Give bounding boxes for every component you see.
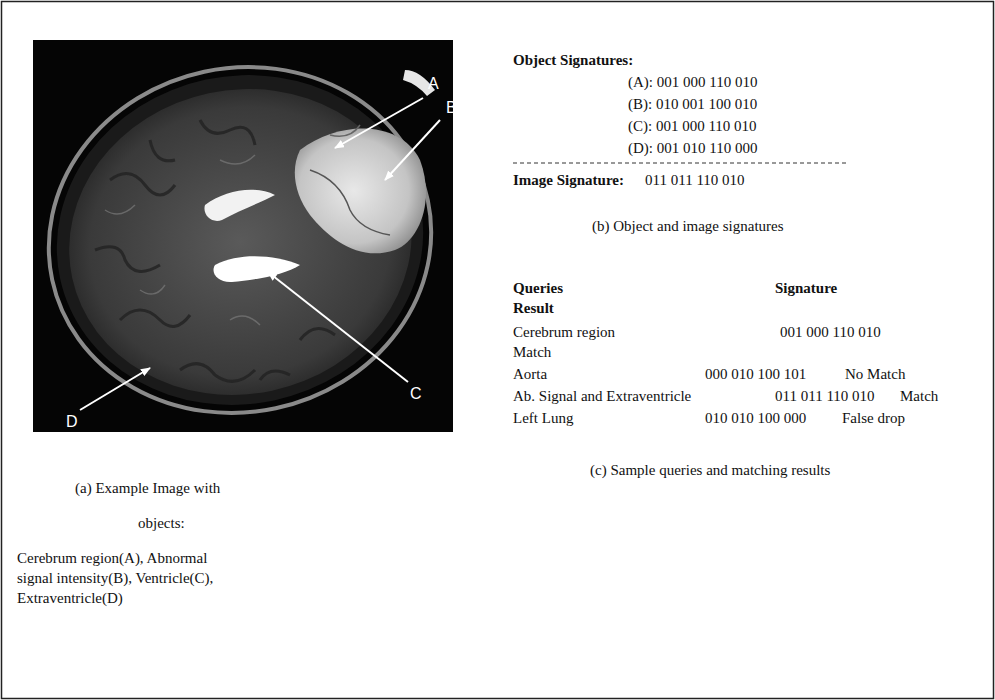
table-cell: 001 000 110 010: [780, 322, 881, 342]
leader-arrows: [80, 98, 440, 410]
caption-text: Cerebrum region(A), Abnormal signal inte…: [17, 548, 239, 608]
table-cell: Aorta: [513, 364, 547, 384]
table-cell: Ab. Signal and Extraventricle: [513, 386, 691, 406]
separator-line: [513, 163, 848, 164]
object-signature: (A): 001 000 110 010: [628, 72, 757, 92]
table-cell: 010 010 100 000: [705, 408, 806, 428]
table-header: Queries: [513, 278, 563, 298]
object-signature: (D): 001 010 110 000: [628, 138, 757, 158]
object-signature: (B): 010 001 100 010: [628, 94, 757, 114]
caption-text: objects:: [138, 513, 185, 533]
callout-letter: B: [446, 98, 457, 118]
table-cell: Left Lung: [513, 408, 573, 428]
caption-text: (b) Object and image signatures: [592, 216, 784, 236]
callout-letter: D: [66, 412, 78, 432]
section-heading: Image Signature:: [513, 170, 624, 190]
mri-image: [16, 32, 463, 448]
caption-text: (a) Example Image with: [75, 478, 220, 498]
table-cell: Cerebrum region: [513, 322, 615, 342]
caption-text: (c) Sample queries and matching results: [590, 460, 830, 480]
table-cell: 011 011 110 010: [775, 386, 875, 406]
object-signature: (C): 001 000 110 010: [628, 116, 757, 136]
table-cell: 000 010 100 101: [705, 364, 806, 384]
callout-letter: C: [410, 384, 422, 404]
image-signature: 011 011 110 010: [645, 170, 745, 190]
table-cell: Match: [900, 386, 938, 406]
table-header: Signature: [775, 278, 837, 298]
table-cell: No Match: [845, 364, 905, 384]
callout-letter: A: [428, 74, 439, 94]
table-header: Result: [513, 298, 554, 318]
table-cell: Match: [513, 342, 551, 362]
section-heading: Object Signatures:: [513, 50, 633, 70]
table-cell: False drop: [842, 408, 905, 428]
